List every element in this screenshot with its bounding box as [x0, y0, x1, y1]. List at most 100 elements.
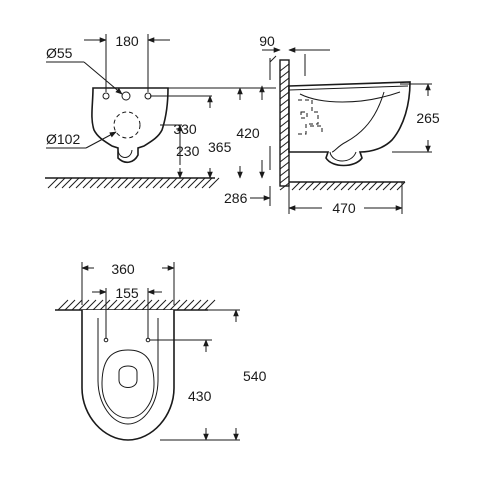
dim-wall-offset: 90 — [259, 33, 275, 49]
dim-bolt-spacing: 155 — [115, 285, 139, 301]
dim-hole-diameter: Ø55 — [46, 45, 73, 61]
side-rim-curve — [299, 91, 401, 103]
hatch-line — [138, 177, 150, 189]
hatch-line — [89, 177, 101, 189]
hatch-line — [75, 177, 87, 189]
front-hole-center — [121, 91, 131, 101]
dim-top-height: 365 — [208, 139, 232, 155]
side-view: 90 420 265 286 470 — [224, 33, 440, 216]
hatch-line — [124, 177, 136, 189]
hatch-line — [54, 177, 66, 189]
hatch-line — [279, 182, 290, 191]
hatch-line — [169, 299, 181, 311]
hatch-line — [113, 299, 125, 311]
top-inner-bowl — [101, 349, 155, 419]
hatch-line — [152, 177, 164, 189]
dim-total-length: 540 — [243, 368, 267, 384]
hatch-line — [279, 91, 290, 100]
top-seat-outline — [97, 318, 159, 425]
hatch-line — [155, 299, 167, 311]
hatch-line — [279, 126, 290, 135]
hatch-line — [347, 181, 357, 191]
hatch-line — [173, 177, 185, 189]
hatch-line — [279, 119, 290, 128]
hatch-line — [201, 177, 213, 189]
dim-outlet-to-wall: 430 — [188, 388, 212, 404]
hatch-line — [279, 133, 290, 142]
hatch-line — [180, 177, 192, 189]
hatch-line — [159, 177, 171, 189]
hatch-line — [279, 168, 290, 177]
hatch-line — [279, 140, 290, 149]
hatch-line — [319, 181, 329, 191]
hatch-line — [340, 181, 350, 191]
front-outlet-curve — [117, 149, 133, 158]
hatch-line — [298, 181, 308, 191]
front-floor-hatch — [47, 177, 220, 189]
hatch-line — [396, 181, 406, 191]
hatch-line — [279, 175, 290, 184]
dim-bowl-depth: 265 — [416, 110, 440, 126]
dim-width: 360 — [111, 261, 135, 277]
hatch-line — [279, 154, 290, 163]
side-trap-dashed — [298, 99, 319, 135]
hatch-line — [148, 299, 160, 311]
front-waste-outlet — [113, 111, 141, 139]
hatch-line — [68, 177, 80, 189]
hatch-line — [354, 181, 364, 191]
hatch-line — [127, 299, 139, 311]
dim-fix-height: 330 — [173, 121, 197, 137]
hatch-line — [361, 181, 371, 191]
hatch-line — [99, 299, 111, 311]
hatch-line — [305, 181, 315, 191]
hatch-line — [279, 161, 290, 170]
hatch-line — [103, 177, 115, 189]
dim-hole-spacing: 180 — [115, 33, 139, 49]
hatch-line — [279, 98, 290, 107]
hatch-line — [187, 177, 199, 189]
hatch-line — [176, 299, 188, 311]
hatch-line — [197, 299, 209, 311]
hatch-line — [183, 299, 195, 311]
top-bolt-right — [145, 337, 151, 343]
hatch-line — [166, 177, 178, 189]
hatch-line — [92, 299, 104, 311]
dim-rim-to-wall: 286 — [224, 190, 248, 206]
hatch-line — [71, 299, 83, 311]
hatch-line — [110, 177, 122, 189]
side-wall-hatch — [279, 63, 290, 191]
dim-length: 470 — [332, 200, 356, 216]
hatch-line — [85, 299, 97, 311]
hatch-line — [82, 177, 94, 189]
hatch-line — [279, 147, 290, 156]
hatch-line — [382, 181, 392, 191]
hatch-line — [279, 70, 290, 79]
top-drain — [118, 365, 138, 388]
hatch-line — [78, 299, 90, 311]
hatch-line — [141, 299, 153, 311]
hatch-line — [64, 299, 76, 311]
hatch-line — [279, 77, 290, 86]
hatch-line — [96, 177, 108, 189]
hatch-line — [61, 177, 73, 189]
hatch-line — [47, 177, 59, 189]
hatch-line — [117, 177, 129, 189]
hatch-line — [389, 181, 399, 191]
hatch-line — [279, 84, 290, 93]
hatch-line — [131, 177, 143, 189]
front-hole-left — [102, 92, 110, 100]
side-floor-hatch — [291, 181, 406, 191]
hatch-line — [279, 63, 290, 72]
hatch-line — [375, 181, 385, 191]
hatch-line — [190, 299, 202, 311]
top-view: 360 155 430 540 — [55, 261, 267, 441]
top-bolt-left — [103, 337, 109, 343]
hatch-line — [333, 181, 343, 191]
dim-outlet-diameter: Ø102 — [46, 131, 80, 147]
hatch-line — [194, 177, 206, 189]
hatch-line — [204, 299, 216, 311]
hatch-line — [162, 299, 174, 311]
hatch-line — [134, 299, 146, 311]
front-body-outline — [91, 87, 169, 164]
